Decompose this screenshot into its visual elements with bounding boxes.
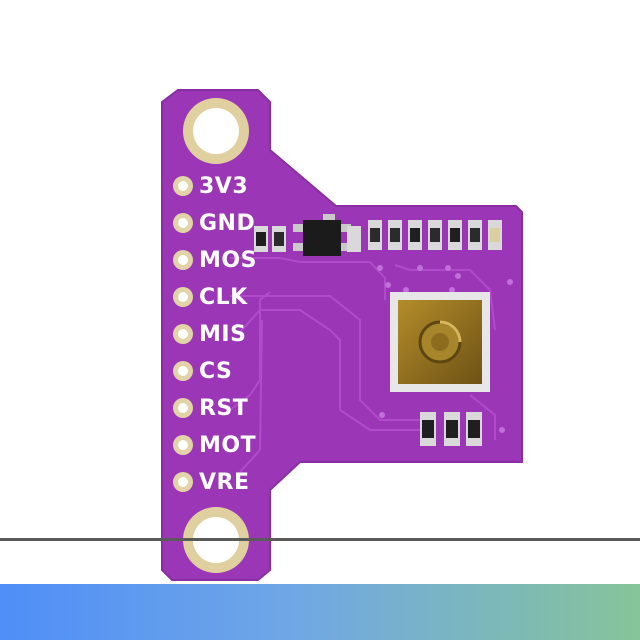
header-pads bbox=[173, 176, 193, 492]
mounting-hole-top bbox=[183, 98, 249, 164]
passives-left bbox=[254, 226, 361, 252]
optical-sensor-chip bbox=[390, 292, 490, 392]
pin-label-cs: CS bbox=[199, 359, 233, 384]
pin-label-mos: MOS bbox=[199, 248, 257, 273]
pin-label-gnd: GND bbox=[199, 211, 256, 236]
pin-label-3v3: 3V3 bbox=[199, 174, 249, 199]
pin-label-rst: RST bbox=[199, 396, 249, 421]
pin-label-mis: MIS bbox=[199, 322, 247, 347]
pin-label-clk: CLK bbox=[199, 285, 248, 310]
pin-label-mot: MOT bbox=[199, 433, 257, 458]
voltage-regulator bbox=[293, 214, 351, 256]
pin-label-vre: VRE bbox=[199, 470, 250, 495]
passives-top-row bbox=[368, 220, 502, 250]
passives-bottom-row bbox=[420, 412, 482, 446]
bottom-gradient-bar bbox=[0, 584, 640, 640]
horizontal-line bbox=[0, 538, 640, 541]
vias bbox=[377, 265, 513, 433]
